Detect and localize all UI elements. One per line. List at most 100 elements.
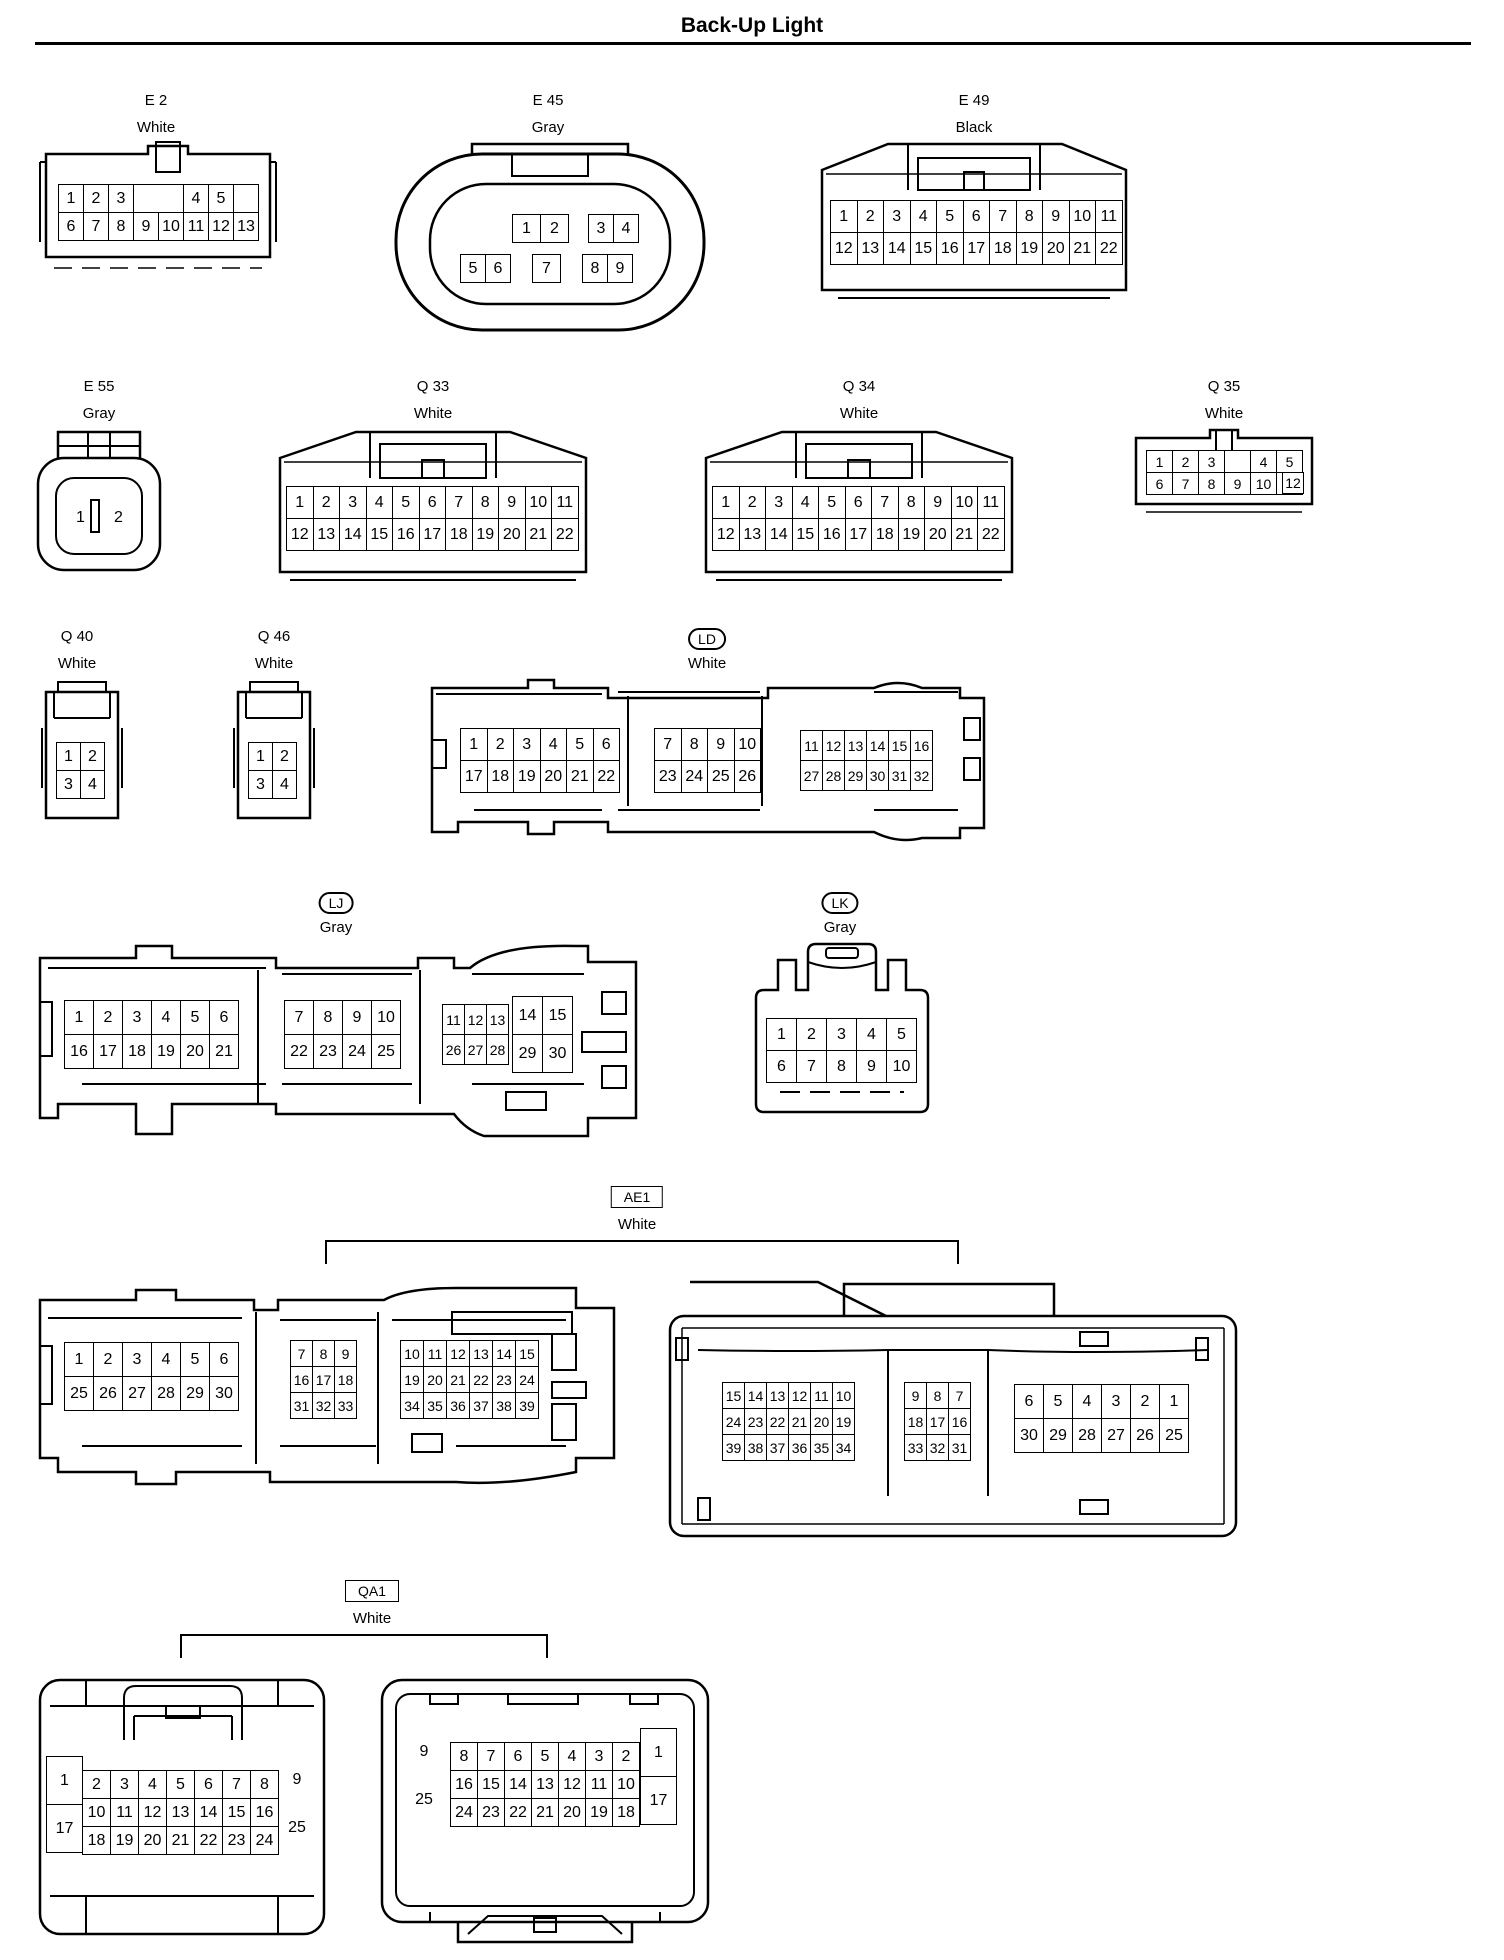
pin: 10 — [833, 1383, 855, 1409]
pin: 8 — [1199, 473, 1225, 495]
pin: 15 — [366, 519, 393, 551]
pin: 19 — [111, 1827, 139, 1855]
pin: 18 — [613, 1799, 640, 1827]
connector-lk-color: Gray — [823, 919, 857, 936]
qa1-bracket — [180, 1634, 548, 1658]
pin: 5 — [393, 487, 420, 519]
pin: 16 — [451, 1771, 478, 1799]
pin: 25 — [372, 1035, 401, 1069]
pin: 1 — [831, 201, 858, 233]
pin: 16 — [937, 233, 964, 265]
pin: 1 — [1147, 451, 1173, 473]
pin: 16 — [949, 1409, 971, 1435]
connector-q35-code: Q 35 — [1207, 378, 1241, 395]
pin: 10 — [1069, 201, 1096, 233]
pin: 2 — [613, 1743, 640, 1771]
pin: 17 — [47, 1805, 83, 1853]
pin: 3 — [589, 215, 614, 243]
connector-e2-color: White — [136, 119, 176, 136]
pin: 12 — [713, 519, 740, 551]
pin: 6 — [210, 1343, 239, 1377]
pin: 6 — [59, 213, 84, 241]
pin: 9 — [708, 729, 735, 761]
pin-gap — [159, 185, 184, 213]
pin: 14 — [884, 233, 911, 265]
pin: 5 — [567, 729, 594, 761]
pin: 1 — [513, 215, 541, 243]
pin: 13 — [845, 731, 867, 761]
pin: 5 — [887, 1019, 917, 1051]
connector-qa1-right-outline — [380, 1678, 710, 1944]
pin: 9 — [335, 1341, 357, 1367]
pin: 17 — [641, 1777, 677, 1825]
connector-q33-code: Q 33 — [416, 378, 450, 395]
pin: 1 — [461, 729, 488, 761]
pin: 6 — [419, 487, 446, 519]
pin: 12 — [139, 1799, 167, 1827]
pin: 38 — [745, 1435, 767, 1461]
pin: 12 — [823, 731, 845, 761]
pin: 3 — [111, 1771, 139, 1799]
pin: 10 — [83, 1799, 111, 1827]
pin: 3 — [340, 487, 367, 519]
pin: 8 — [583, 255, 608, 283]
pin: 2 — [857, 201, 884, 233]
pin: 9 — [499, 487, 526, 519]
pin: 5 — [181, 1001, 210, 1035]
pin: 22 — [195, 1827, 223, 1855]
pin: 8 — [681, 729, 708, 761]
connector-q34-code: Q 34 — [842, 378, 876, 395]
pin: 20 — [559, 1799, 586, 1827]
pin: 22 — [978, 519, 1005, 551]
pin: 7 — [1173, 473, 1199, 495]
pin: 39 — [516, 1393, 539, 1419]
pin: 17 — [94, 1035, 123, 1069]
connector-q46-outline — [233, 681, 315, 820]
connector-q40-code: Q 40 — [60, 628, 94, 645]
pin: 12 — [209, 213, 234, 241]
pin: 19 — [898, 519, 925, 551]
pin: 1 — [57, 743, 81, 771]
pin: 17 — [963, 233, 990, 265]
pin: 21 — [532, 1799, 559, 1827]
pin: 4 — [910, 201, 937, 233]
pin: 5 — [532, 1743, 559, 1771]
connector-q35-color: White — [1204, 405, 1244, 422]
connector-q40-outline — [41, 681, 123, 820]
pin: 4 — [273, 771, 297, 799]
pin: 19 — [401, 1367, 424, 1393]
pin: 29 — [513, 1035, 543, 1073]
connector-q33-color: White — [413, 405, 453, 422]
pin: 2 — [83, 1771, 111, 1799]
pin: 18 — [123, 1035, 152, 1069]
pin: 7 — [446, 487, 473, 519]
pin: 12 — [287, 519, 314, 551]
pin: 7 — [797, 1051, 827, 1083]
pin: 24 — [723, 1409, 745, 1435]
pin: 10 — [159, 213, 184, 241]
pin: 15 — [543, 997, 573, 1035]
connector-lk-code: LK — [821, 892, 859, 914]
svg-text:1: 1 — [76, 509, 85, 526]
connector-ae1-color: White — [617, 1216, 657, 1233]
pin: 12 — [1282, 472, 1304, 494]
pin: 5 — [1044, 1385, 1073, 1419]
pin: 3 — [123, 1343, 152, 1377]
pin: 30 — [543, 1035, 573, 1073]
pin: 24 — [451, 1799, 478, 1827]
connector-ld-color: White — [687, 655, 727, 672]
pin: 38 — [493, 1393, 516, 1419]
pin: 3 — [1102, 1385, 1131, 1419]
pin: 28 — [1073, 1419, 1102, 1453]
pin: 17 — [461, 761, 488, 793]
pin: 12 — [559, 1771, 586, 1799]
